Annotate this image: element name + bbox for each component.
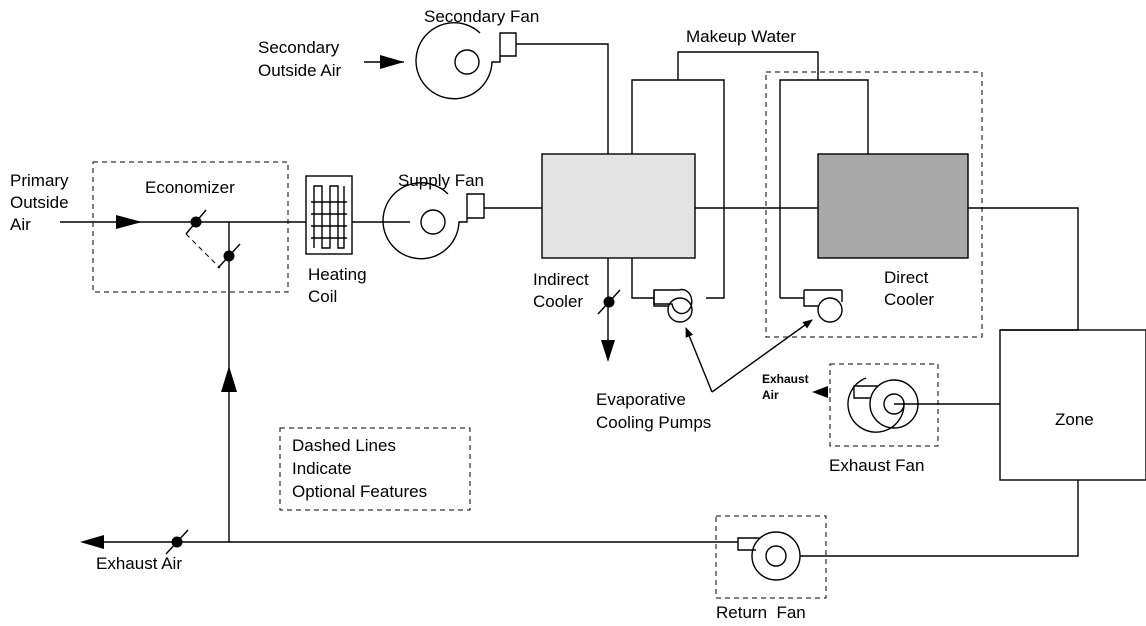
secondary-fan-label: Secondary Fan — [424, 7, 539, 26]
direct-cooler-box — [765, 71, 983, 338]
evaporative-cooling-pumps-label-2: Cooling Pumps — [596, 413, 711, 432]
note-label-2: Indicate — [292, 459, 352, 478]
direct-cooler-label-2: Cooler — [884, 290, 934, 309]
exhaust-outlet-arrow-icon — [80, 535, 104, 549]
supply-fan-icon — [382, 182, 485, 260]
secondary-fan-duct — [516, 43, 609, 154]
evaporative-cooling-pumps-label-1: Evaporative — [596, 390, 686, 409]
pump-pointer-arrow-1 — [685, 327, 713, 393]
note-box — [279, 427, 471, 511]
makeup-water-line — [677, 51, 819, 80]
direct-cooler-label-1: Direct — [884, 268, 929, 287]
secondary-air-arrow-icon — [380, 55, 404, 69]
return-fan-box — [715, 515, 827, 599]
direct-cooler-unit — [817, 153, 969, 259]
secondary-outside-air-label-1: Secondary — [258, 38, 340, 57]
exhaust-air-small-label-2: Air — [762, 388, 779, 402]
secondary-fan-icon — [415, 22, 517, 100]
exhaust-fan-box — [829, 363, 939, 447]
note-label-1: Dashed Lines — [292, 436, 396, 455]
economizer-box — [92, 161, 289, 293]
note-label-3: Optional Features — [292, 482, 427, 501]
supply-fan-label: Supply Fan — [398, 171, 484, 190]
indirect-water-loop — [631, 79, 725, 299]
direct-pump-icon — [803, 289, 843, 323]
labels: Primary Outside Air Economizer Heating C… — [10, 7, 1094, 622]
primary-outside-air-label-2: Outside — [10, 193, 69, 212]
return-air-arrow-icon — [221, 366, 237, 392]
return-fan-icon — [737, 531, 801, 581]
indirect-pump-suction — [631, 258, 654, 299]
exhaust-air-label: Exhaust Air — [96, 554, 182, 573]
makeup-water-label: Makeup Water — [686, 27, 796, 46]
heating-coil-label-2: Coil — [308, 287, 337, 306]
supply-to-zone-duct — [968, 207, 1079, 331]
exhaust-damper-icon — [165, 529, 189, 555]
secondary-outside-air-label-2: Outside Air — [258, 61, 341, 80]
return-fan-label: Return Fan — [716, 603, 806, 622]
primary-outside-air-label-3: Air — [10, 215, 31, 234]
heating-coil-label-1: Heating — [308, 265, 367, 284]
exhaust-fan-label: Exhaust Fan — [829, 456, 924, 475]
heating-coil-icon — [305, 175, 353, 255]
indirect-pump-icon — [653, 288, 693, 323]
exhaust-air-arrow-icon — [812, 386, 828, 398]
direct-water-loop — [779, 79, 869, 298]
exhaust-fan-icon — [847, 377, 919, 433]
zone-box — [999, 329, 1146, 481]
zone-label: Zone — [1055, 410, 1094, 429]
primary-outside-air-label-1: Primary — [10, 171, 69, 190]
indirect-exhaust-arrow-icon — [601, 340, 615, 362]
exhaust-air-small-label-1: Exhaust — [762, 372, 809, 386]
economizer-linkage — [185, 233, 221, 269]
indirect-cooler-unit — [541, 153, 696, 259]
economizer-label: Economizer — [145, 178, 235, 197]
pump-pointer-arrow-2 — [711, 319, 813, 393]
primary-air-arrow-icon — [116, 215, 142, 229]
indirect-exhaust-damper-icon — [597, 289, 621, 315]
zone-return-duct — [800, 480, 1079, 557]
indirect-cooler-label-1: Indirect — [533, 270, 589, 289]
indirect-cooler-label-2: Cooler — [533, 292, 583, 311]
outside-air-damper-icon — [185, 209, 207, 235]
